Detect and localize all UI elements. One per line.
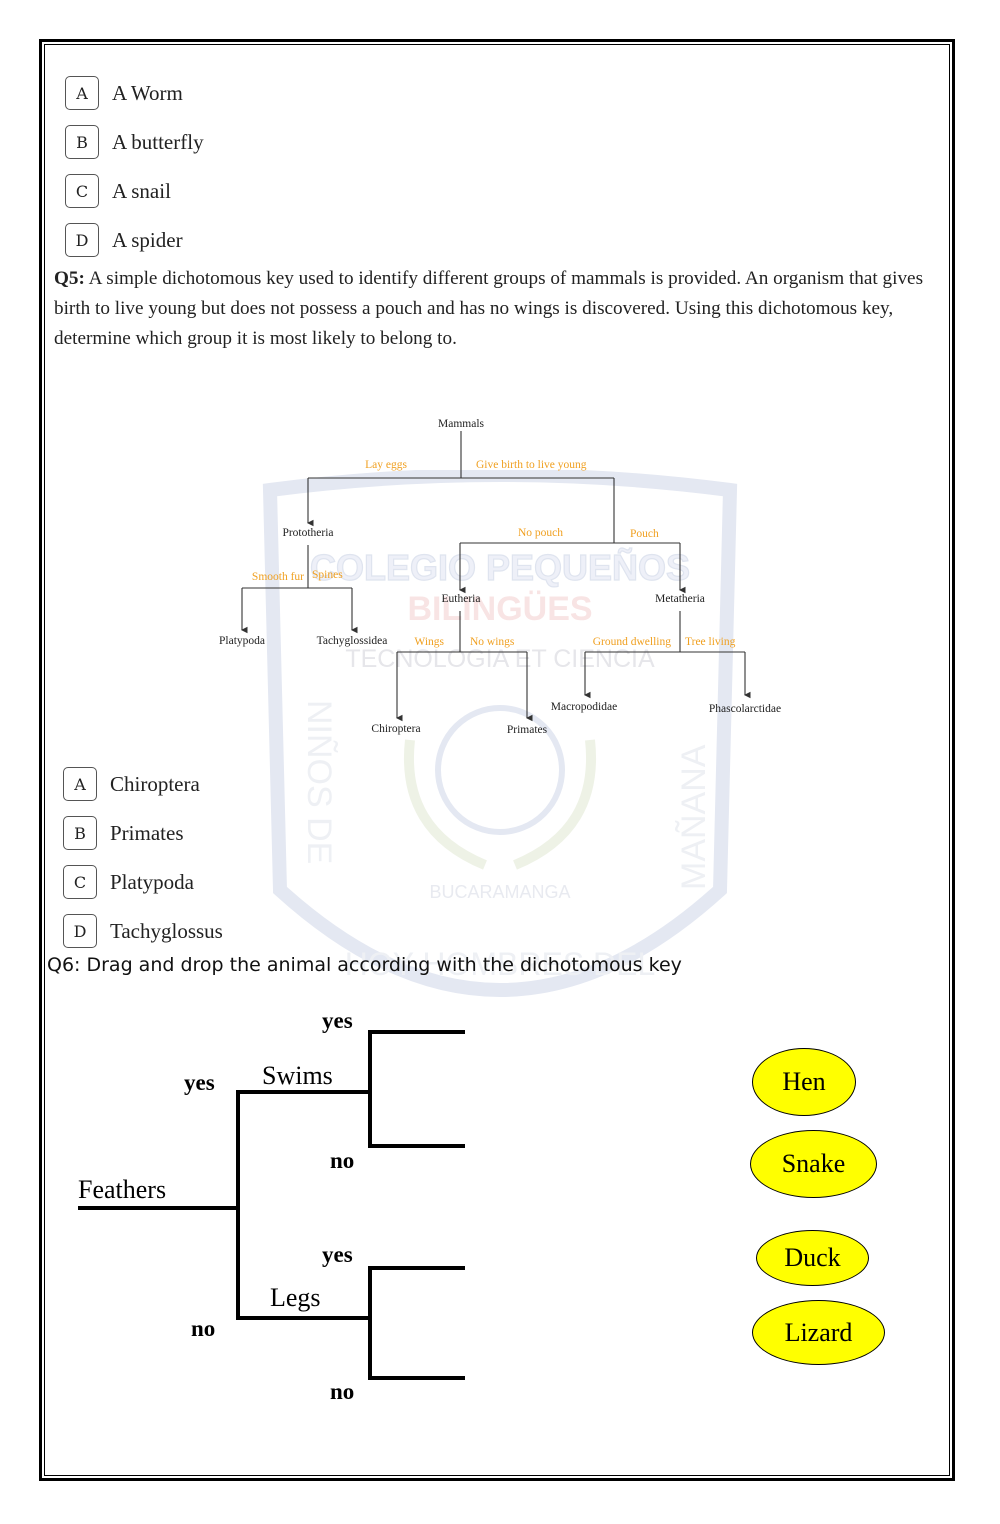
- branch-wings: Wings: [414, 636, 444, 648]
- q4-option-a[interactable]: A A Worm: [65, 75, 183, 111]
- feathers-label: Feathers: [78, 1175, 166, 1204]
- node-phascolarctidae: Phascolarctidae: [709, 703, 781, 715]
- animal-dichotomous-key: Feathers Swims Legs yes no yes no yes no: [78, 1008, 465, 1404]
- watermark-line2: BILINGÜES: [407, 590, 592, 628]
- feathers-no-label: no: [191, 1316, 215, 1341]
- legs-label: Legs: [270, 1283, 321, 1312]
- node-eutheria: Eutheria: [442, 593, 481, 605]
- option-text: Primates: [110, 820, 184, 845]
- q5-option-b[interactable]: B Primates: [63, 815, 184, 851]
- node-tachyglossidea: Tachyglossidea: [317, 635, 388, 647]
- branch-tree-living: Tree living: [685, 636, 736, 648]
- feathers-yes-label: yes: [184, 1070, 215, 1095]
- node-chiroptera: Chiroptera: [371, 723, 420, 735]
- option-text: A snail: [112, 178, 171, 203]
- option-text: Tachyglossus: [110, 918, 223, 943]
- node-primates: Primates: [507, 724, 548, 736]
- option-text: Chiroptera: [110, 771, 200, 796]
- option-letter-box[interactable]: C: [63, 865, 97, 899]
- watermark-globe: [435, 705, 565, 835]
- watermark-left-arc: NIÑOS DE: [300, 700, 338, 864]
- worksheet-inner-border: [44, 44, 950, 1476]
- node-metatheria: Metatheria: [655, 593, 705, 605]
- animal-chip-lizard[interactable]: Lizard: [752, 1300, 885, 1365]
- legs-no-label: no: [330, 1379, 354, 1404]
- option-letter-box[interactable]: B: [65, 125, 99, 159]
- branch-live-young: Give birth to live young: [476, 459, 587, 471]
- animal-chip-hen[interactable]: Hen: [752, 1048, 856, 1116]
- q6-prompt: Q6: Drag and drop the animal according w…: [47, 954, 682, 976]
- watermark-right-arc: MAÑANA: [675, 744, 713, 890]
- worksheet-outer-border: [39, 39, 955, 1481]
- q5-label: Q5:: [54, 268, 85, 289]
- branch-smooth-fur: Smooth fur: [252, 571, 304, 583]
- mammal-dichotomous-key: Mammals Prototheria Eutheria Metatheria …: [219, 418, 781, 736]
- branch-spines: Spines: [312, 569, 343, 581]
- swims-label: Swims: [262, 1061, 333, 1090]
- legs-yes-label: yes: [322, 1242, 353, 1267]
- q5-option-c[interactable]: C Platypoda: [63, 864, 194, 900]
- branch-ground-dwelling: Ground dwelling: [593, 636, 672, 648]
- watermark-bottom-arc: HOY HOMBRES DEL: [345, 946, 656, 982]
- q5-option-d[interactable]: D Tachyglossus: [63, 913, 223, 949]
- node-platypoda: Platypoda: [219, 635, 265, 647]
- option-text: Platypoda: [110, 869, 194, 894]
- swims-no-label: no: [330, 1148, 354, 1173]
- option-text: A spider: [112, 227, 183, 252]
- branch-pouch: Pouch: [630, 528, 659, 540]
- option-letter-box[interactable]: D: [65, 223, 99, 257]
- q5-option-a[interactable]: A Chiroptera: [63, 766, 200, 802]
- node-mammals: Mammals: [438, 418, 485, 430]
- node-macropodidae: Macropodidae: [551, 701, 617, 713]
- watermark-city: BUCARAMANGA: [429, 882, 570, 902]
- q4-option-b[interactable]: B A butterfly: [65, 124, 204, 160]
- q5-text: A simple dichotomous key used to identif…: [54, 268, 924, 349]
- option-letter-box[interactable]: A: [63, 767, 97, 801]
- option-letter-box[interactable]: B: [63, 816, 97, 850]
- watermark-line1: COLEGIO PEQUEÑOS: [310, 546, 690, 588]
- branch-no-pouch: No pouch: [518, 527, 563, 539]
- swims-yes-label: yes: [322, 1008, 353, 1033]
- q4-option-c[interactable]: C A snail: [65, 173, 171, 209]
- q5-question: Q5: A simple dichotomous key used to ide…: [54, 264, 946, 354]
- animal-chip-snake[interactable]: Snake: [750, 1130, 877, 1198]
- q4-option-d[interactable]: D A spider: [65, 222, 183, 258]
- node-prototheria: Prototheria: [282, 527, 333, 539]
- animal-chip-duck[interactable]: Duck: [756, 1230, 869, 1286]
- option-letter-box[interactable]: D: [63, 914, 97, 948]
- option-letter-box[interactable]: A: [65, 76, 99, 110]
- option-text: A butterfly: [112, 129, 204, 154]
- option-letter-box[interactable]: C: [65, 174, 99, 208]
- option-text: A Worm: [112, 80, 183, 105]
- branch-no-wings: No wings: [470, 636, 515, 648]
- branch-lay-eggs: Lay eggs: [365, 459, 407, 471]
